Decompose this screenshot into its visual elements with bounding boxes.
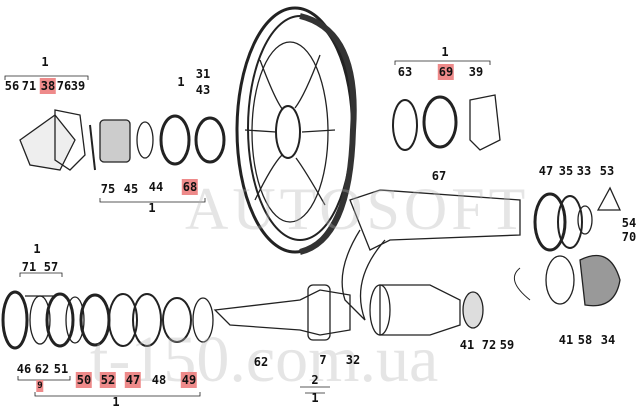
part-label-highlighted[interactable]: 52 — [99, 372, 117, 388]
part-label: 53 — [599, 164, 615, 178]
part-label: 46 — [16, 362, 32, 376]
part-label-highlighted[interactable]: 68 — [181, 179, 199, 195]
part-label: 59 — [499, 338, 515, 352]
label-group: 2 — [311, 373, 319, 387]
part-label: 75 — [100, 182, 116, 196]
part-label: 32 — [345, 353, 361, 367]
part-label: 44 — [148, 180, 164, 194]
label-group: 1 — [441, 45, 449, 59]
part-label: 76 — [56, 79, 72, 93]
part-label: 62 — [253, 355, 269, 369]
part-label: 7 — [319, 353, 327, 367]
part-label: 41 — [558, 333, 574, 347]
part-label-highlighted[interactable]: 9 — [36, 380, 44, 392]
part-label: 39 — [70, 79, 86, 93]
part-label: 71 — [21, 260, 37, 274]
part-label: 39 — [468, 65, 484, 79]
part-label: 35 — [558, 164, 574, 178]
part-label: 54 — [621, 216, 637, 230]
part-label: 51 — [53, 362, 69, 376]
part-label: 45 — [123, 182, 139, 196]
part-label-highlighted[interactable]: 69 — [437, 64, 455, 80]
label-group: 1 — [41, 55, 49, 69]
part-label-highlighted[interactable]: 50 — [75, 372, 93, 388]
label-group: 1 — [148, 201, 156, 215]
part-label: 67 — [431, 169, 447, 183]
part-label: 31 — [195, 67, 211, 81]
part-label: 47 — [538, 164, 554, 178]
part-label-highlighted[interactable]: 38 — [39, 78, 57, 94]
bearing-set — [392, 94, 501, 151]
part-label: 41 — [459, 338, 475, 352]
cap-assembly — [513, 186, 622, 307]
part-label-highlighted[interactable]: 47 — [124, 372, 142, 388]
part-label: 72 — [481, 338, 497, 352]
part-label: 70 — [621, 230, 637, 244]
cover-assembly — [19, 109, 226, 171]
part-label: 62 — [34, 362, 50, 376]
label-group: 1 — [177, 75, 185, 89]
part-label: 43 — [195, 83, 211, 97]
part-label: 33 — [576, 164, 592, 178]
crankshaft — [213, 189, 521, 341]
part-label: 58 — [577, 333, 593, 347]
flywheel — [235, 6, 357, 255]
seal-rings — [1, 290, 214, 350]
label-group: 1 — [112, 395, 120, 409]
part-label: 63 — [397, 65, 413, 79]
part-label-highlighted[interactable]: 49 — [180, 372, 198, 388]
group-brackets — [4, 60, 491, 397]
part-label: 34 — [600, 333, 616, 347]
part-label: 57 — [43, 260, 59, 274]
label-group: 1 — [311, 391, 319, 405]
part-label: 56 — [4, 79, 20, 93]
shaft — [369, 284, 484, 336]
label-group: 1 — [33, 242, 41, 256]
part-label: 71 — [21, 79, 37, 93]
part-label: 48 — [151, 373, 167, 387]
